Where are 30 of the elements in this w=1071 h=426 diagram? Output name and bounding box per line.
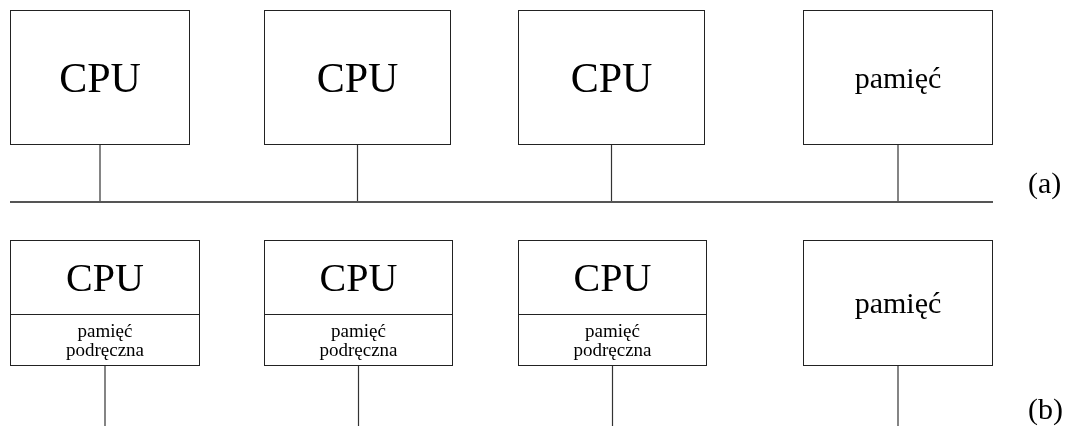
box-title: CPU (573, 257, 652, 298)
cpu-cache-box (518, 240, 707, 366)
connector-line (99, 144, 101, 202)
box-title: CPU (570, 56, 653, 99)
cpu-cache-box (10, 240, 200, 366)
unit-box (518, 10, 705, 145)
box-subtitle: pamięć podręczna (318, 321, 399, 359)
panel-label: (a) (1028, 168, 1062, 198)
unit-box (803, 240, 993, 366)
bus-line (10, 201, 993, 203)
connector-line (356, 144, 359, 202)
box-title: CPU (59, 56, 141, 99)
box-title: CPU (66, 257, 144, 298)
unit-box (264, 10, 451, 145)
box-title: CPU (319, 257, 398, 298)
panel-label: (b) (1028, 394, 1063, 424)
connector-line (104, 365, 106, 426)
connector-line (611, 365, 614, 426)
cpu-cache-box (264, 240, 453, 366)
connector-line (897, 144, 899, 202)
box-subtitle: pamięć podręczna (572, 321, 653, 359)
connector-line (610, 144, 613, 202)
box-title: CPU (316, 56, 399, 99)
connector-line (357, 365, 360, 426)
unit-box (803, 10, 993, 145)
connector-line (897, 365, 899, 426)
unit-box (10, 10, 190, 145)
box-title: pamięć (854, 288, 942, 318)
box-title: pamięć (854, 62, 942, 93)
box-subtitle: pamięć podręczna (64, 321, 146, 359)
